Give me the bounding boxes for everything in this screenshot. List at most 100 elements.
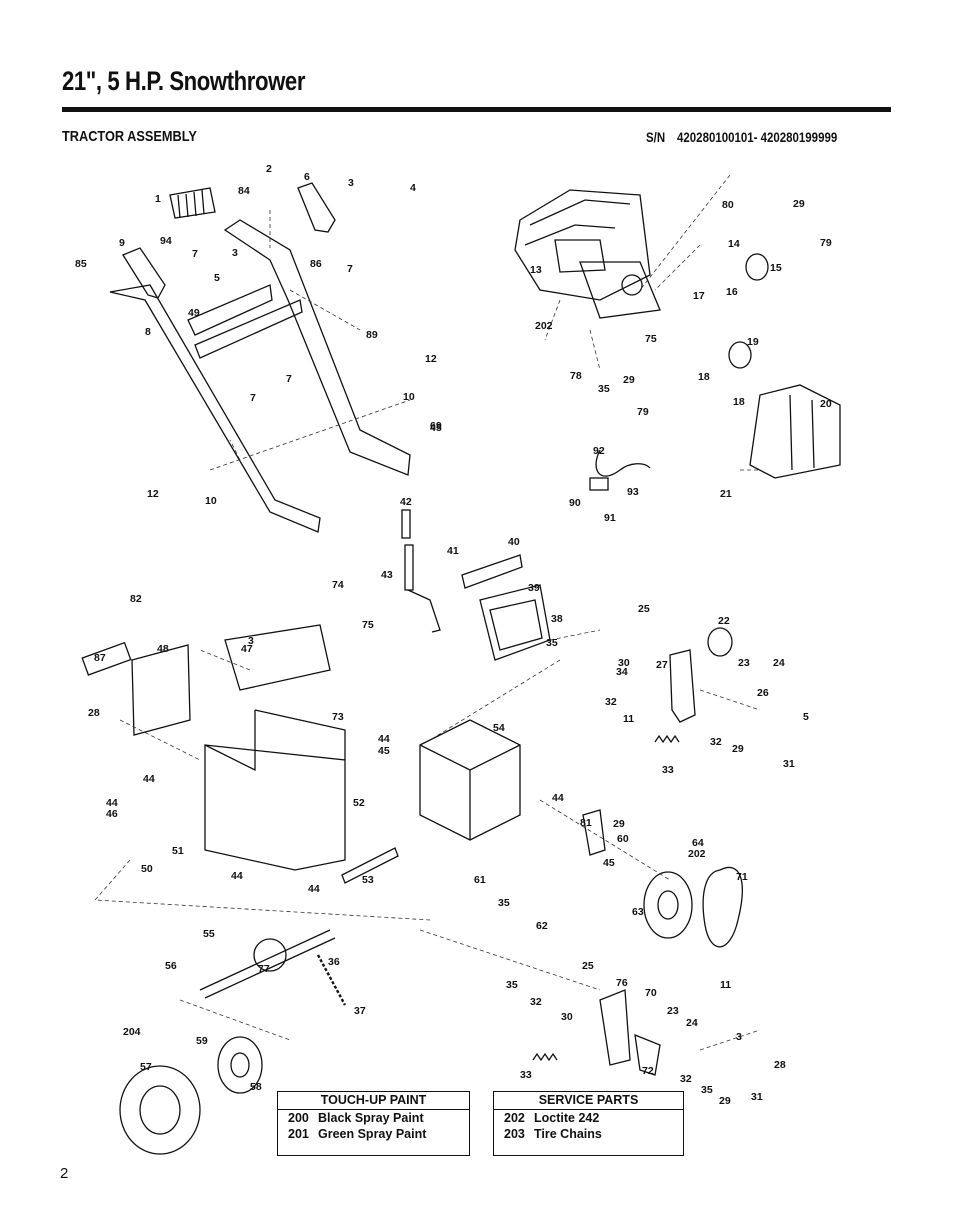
callout-label: 45 [378, 745, 390, 757]
callout-label: 29 [732, 743, 744, 755]
callout-label: 15 [770, 262, 782, 274]
page-number: 2 [60, 1165, 69, 1182]
callout-label: 10 [403, 391, 415, 403]
callout-label: 47 [241, 643, 253, 655]
callout-label: 32 [680, 1073, 692, 1085]
callout-label: 6 [304, 171, 310, 183]
callout-label: 72 [642, 1065, 654, 1077]
callout-label: 48 [157, 643, 169, 655]
callout-label: 7 [347, 263, 353, 275]
callout-label: 27 [656, 659, 668, 671]
callout-label: 28 [88, 707, 100, 719]
callout-label: 24 [773, 657, 785, 669]
callout-label: 44 [552, 792, 564, 804]
callout-label: 55 [203, 928, 215, 940]
callout-label: 7 [192, 248, 198, 260]
callout-label: 78 [570, 370, 582, 382]
callout-label: 5 [803, 711, 809, 723]
callout-label: 76 [616, 977, 628, 989]
callout-label: 29 [613, 818, 625, 830]
callout-label: 84 [238, 185, 250, 197]
callout-label: 36 [328, 956, 340, 968]
callout-label: 30 [561, 1011, 573, 1023]
title-rule [62, 107, 891, 112]
callout-label: 33 [662, 764, 674, 776]
callout-label: 29 [793, 198, 805, 210]
callout-label: 31 [751, 1091, 763, 1103]
callout-label: 58 [250, 1081, 262, 1093]
leader-lines [94, 174, 761, 1051]
callout-label: 90 [569, 497, 581, 509]
callout-label: 13 [530, 264, 542, 276]
callout-label: 3 [248, 635, 254, 647]
callout-label: 35 [598, 383, 610, 395]
callout-label: 38 [551, 613, 563, 625]
callout-label: 87 [94, 652, 106, 664]
callout-label: 19 [747, 336, 759, 348]
callout-label: 3 [348, 177, 354, 189]
callout-label: 2 [266, 163, 272, 175]
callout-label: 86 [310, 258, 322, 270]
callout-label: 70 [645, 987, 657, 999]
callout-label: 32 [530, 996, 542, 1008]
callout-label: 35 [498, 897, 510, 909]
callout-label: 54 [493, 722, 505, 734]
callout-label: 16 [726, 286, 738, 298]
callout-label: 23 [667, 1005, 679, 1017]
callout-label: 202 [535, 320, 553, 332]
callout-label: 62 [536, 920, 548, 932]
callout-label: 35 [506, 979, 518, 991]
callout-label: 29 [719, 1095, 731, 1107]
part-drawings [81, 182, 841, 1155]
callout-label: 33 [520, 1069, 532, 1081]
callout-label: 9 [119, 237, 125, 249]
callout-label: 53 [362, 874, 374, 886]
callout-label: 61 [474, 874, 486, 886]
callout-label: 18 [698, 371, 710, 383]
callout-label: 35 [701, 1084, 713, 1096]
callout-labels: 1 2 3 3 3 3 4 5 5 6 7 7 7 7 8 9 10 10 11… [75, 163, 832, 1107]
callout-label: 14 [728, 238, 740, 250]
callout-label: 17 [693, 290, 705, 302]
callout-label: 85 [75, 258, 87, 270]
callout-label: 44 [106, 797, 118, 809]
callout-label: 60 [617, 833, 629, 845]
callout-label: 39 [528, 582, 540, 594]
callout-label: 23 [738, 657, 750, 669]
callout-label: 25 [582, 960, 594, 972]
callout-label: 43 [381, 569, 393, 581]
callout-label: 11 [720, 979, 731, 991]
callout-label: 50 [141, 863, 153, 875]
callout-label: 93 [627, 486, 639, 498]
callout-label: 34 [616, 666, 628, 678]
callout-label: 30 [618, 657, 630, 669]
callout-label: 29 [623, 374, 635, 386]
callout-label: 81 [580, 817, 592, 829]
callout-label: 31 [783, 758, 795, 770]
callout-label: 4 [410, 182, 416, 194]
callout-label: 51 [172, 845, 184, 857]
callout-label: 7 [286, 373, 292, 385]
callout-label: 24 [686, 1017, 698, 1029]
callout-label: 204 [123, 1026, 141, 1038]
callout-label: 89 [366, 329, 378, 341]
callout-label: 94 [160, 235, 172, 247]
callout-label: 77 [258, 963, 270, 975]
callout-label: 79 [820, 237, 832, 249]
callout-label: 20 [820, 398, 832, 410]
callout-label: 74 [332, 579, 344, 591]
callout-label: 41 [447, 545, 459, 557]
callout-label: 59 [196, 1035, 208, 1047]
callout-label: 44 [231, 870, 243, 882]
page-title: 21", 5 H.P. Snowthrower [62, 66, 306, 96]
callout-label: 64 [692, 837, 704, 849]
callout-label: 75 [362, 619, 374, 631]
callout-label: 32 [605, 696, 617, 708]
callout-label: 46 [106, 808, 118, 820]
serial-prefix: S/N [646, 130, 666, 145]
